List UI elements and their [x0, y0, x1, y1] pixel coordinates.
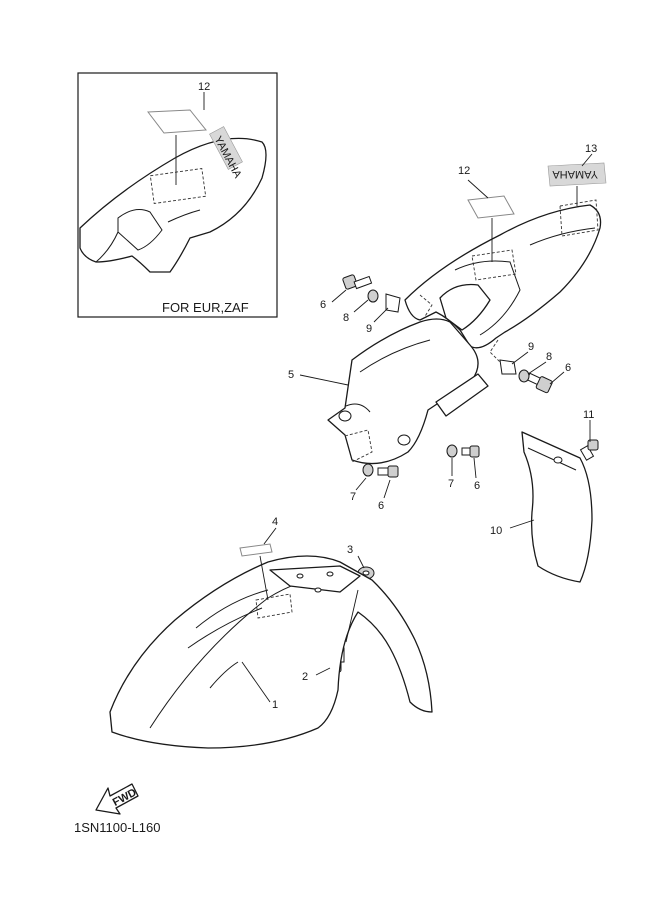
- callout-2: 2: [302, 671, 308, 683]
- inner-mud-guard-body: [327, 318, 479, 465]
- front-decal-outline: [255, 593, 293, 619]
- mud-guard-grommet-left: [338, 410, 352, 422]
- mud-guard-grommet-right: [397, 434, 411, 446]
- forward-direction-arrow: FWD: [95, 783, 139, 815]
- callout-12: 12: [458, 165, 470, 177]
- callout-8-right: 8: [546, 351, 552, 363]
- inset-frame: [77, 72, 278, 318]
- callout-11: 11: [583, 409, 594, 421]
- callout-labels: 1 2 3 4 5 6 8 9 9 8 6 7 6 7 6 10 11 12 1…: [272, 143, 597, 711]
- callout-7-left: 7: [350, 491, 356, 503]
- inset-callout-12: 12: [198, 81, 210, 93]
- fwd-arrow-icon: [95, 783, 139, 815]
- inset-side-decal: [209, 126, 243, 170]
- inset-panel: YAMAHA 12 FOR EUR,ZAF: [77, 72, 278, 318]
- callout-3: 3: [347, 544, 353, 556]
- leader-lines: [241, 153, 593, 703]
- callout-5: 5: [288, 369, 294, 381]
- nut-9-right: [499, 359, 517, 375]
- washer-8-upper: [367, 289, 379, 303]
- drawing-code: 1SN1100-L160: [74, 820, 161, 835]
- rear-decal-outline-12: [471, 249, 517, 281]
- callout-13: 13: [585, 143, 597, 155]
- inset-region-note: FOR EUR,ZAF: [162, 300, 249, 315]
- callout-9-upper: 9: [366, 323, 372, 335]
- decal-13: [547, 162, 607, 187]
- front-fender-assembly: [109, 543, 433, 749]
- fwd-badge-text: FWD: [111, 786, 139, 808]
- collar-7-left: [362, 463, 374, 477]
- callout-8-upper: 8: [343, 312, 349, 324]
- callout-7-right: 7: [448, 478, 454, 490]
- mud-flap-body: [521, 431, 593, 583]
- washer-8-right: [518, 369, 530, 383]
- rear-fender-wheel-arch: [454, 260, 521, 336]
- callout-10: 10: [490, 525, 502, 537]
- bolt-6-right: [526, 372, 553, 394]
- decal-4: [239, 543, 273, 557]
- bolt-6-upper: [342, 274, 373, 290]
- bolt-11: [579, 439, 599, 461]
- callout-6-upper: 6: [320, 299, 326, 311]
- collar-7-right: [446, 444, 458, 458]
- decal-13-text: YAMAHA: [552, 168, 598, 180]
- callout-6-lower-right: 6: [474, 480, 480, 492]
- rear-fender-vent: [439, 283, 491, 331]
- callout-9-right: 9: [528, 341, 534, 353]
- callout-1: 1: [272, 699, 278, 711]
- rear-decal-outline-13: [559, 199, 599, 237]
- front-fender-mount-plate: [269, 565, 361, 593]
- inset-decal-12: [147, 109, 207, 134]
- rear-mud-flap: [521, 431, 593, 583]
- callout-6-right: 6: [565, 362, 571, 374]
- inset-fender-cutout: [117, 209, 163, 251]
- inner-mud-guard: [327, 294, 501, 465]
- bolt-6-lower-left: [377, 465, 399, 478]
- callout-6-lower-left: 6: [378, 500, 384, 512]
- decal-12: [467, 195, 515, 219]
- inset-rear-fender: [79, 137, 267, 273]
- mud-guard-flap: [435, 373, 489, 417]
- bolt-6-lower-right: [461, 445, 480, 458]
- front-fender: [109, 555, 433, 749]
- rear-fender-assembly: YAMAHA: [404, 162, 607, 349]
- nut-9-upper: [385, 293, 401, 313]
- callout-4: 4: [272, 516, 278, 528]
